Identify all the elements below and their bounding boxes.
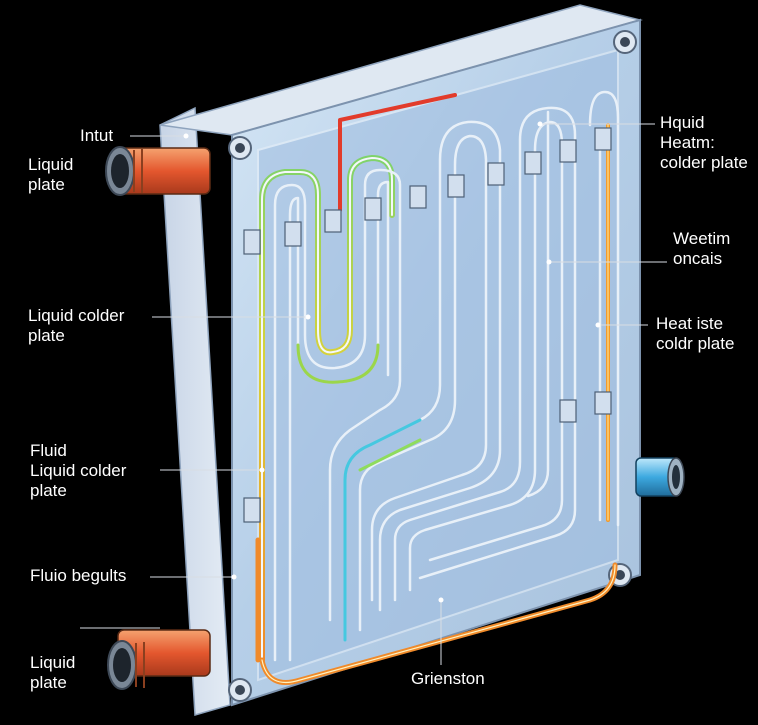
label-liquid-colder-plate: Liquid colder plate	[28, 306, 125, 345]
label-inlet: Intut	[80, 126, 114, 145]
label-weetim-oncais: Weetim oncais	[673, 229, 731, 268]
channel-green	[296, 343, 380, 384]
channel-green-2	[358, 438, 422, 472]
label-fluid-liquid-colder: Fluid Liquid colder plate	[30, 441, 127, 500]
inlet-pipe-top	[105, 146, 211, 196]
mounting-holes	[228, 30, 637, 702]
label-hquid-heatm: Hquid Heatm: colder plate	[660, 113, 748, 172]
leader-dots	[183, 121, 601, 603]
outlet-pipe-right	[635, 457, 685, 497]
plate-left-edge	[159, 106, 231, 716]
leader-lines	[80, 123, 667, 665]
channel-fittings	[243, 127, 612, 523]
serpentine-channels	[255, 90, 620, 685]
label-liquid-plate-top: Liquid plate	[28, 155, 74, 194]
label-liquid-plate-bottom: Liquid plate	[30, 653, 76, 692]
inlet-pipe-bottom	[107, 629, 211, 690]
label-grienston: Grienston	[411, 669, 485, 688]
label-heat-iste: Heat iste coldr plate	[656, 314, 735, 353]
channel-hot-line	[338, 93, 457, 212]
channel-cyan	[343, 418, 422, 642]
label-fluid-beguits: Fluio begults	[30, 566, 127, 585]
